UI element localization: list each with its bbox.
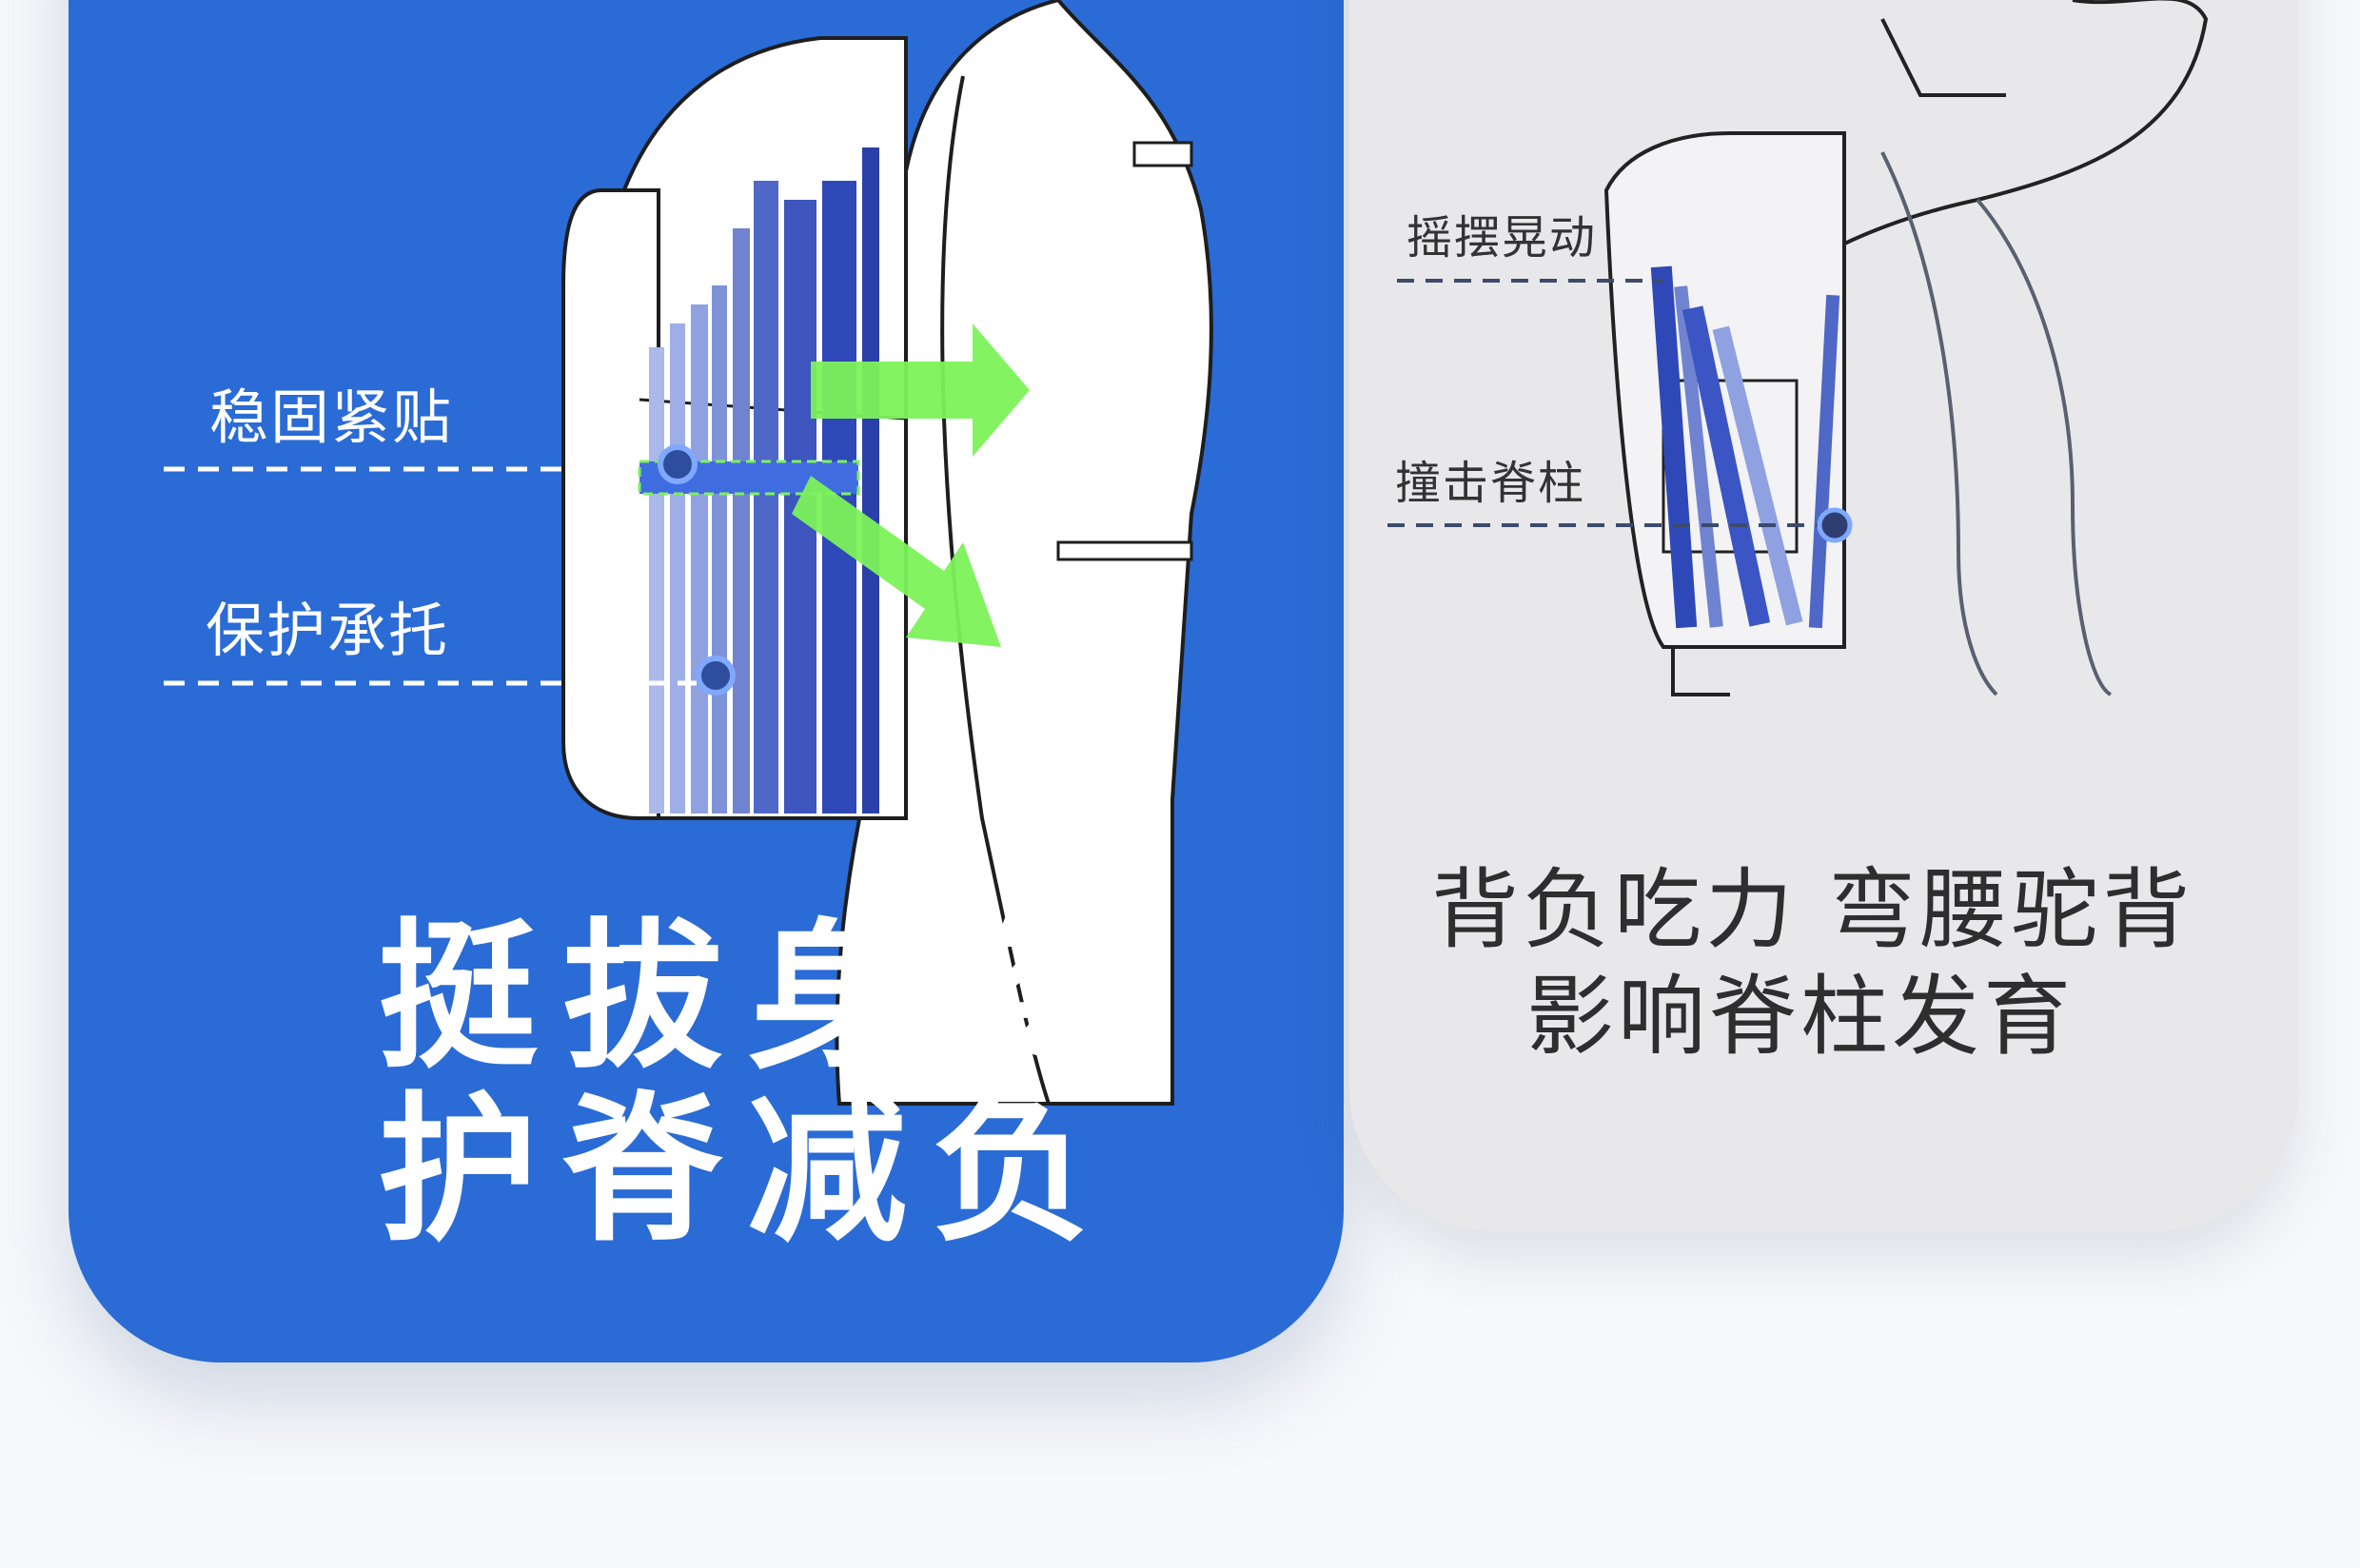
book	[862, 147, 879, 813]
headline-line1: 挺拔身姿	[378, 904, 1116, 1090]
arrow-down	[792, 476, 1001, 647]
label-stable: 稳固紧贴	[209, 382, 454, 452]
chest-strap	[1132, 141, 1193, 167]
book	[1682, 305, 1771, 627]
book	[733, 228, 750, 813]
book	[1712, 325, 1803, 626]
book	[691, 304, 708, 813]
book	[754, 181, 778, 813]
waist-strap	[1056, 540, 1193, 561]
book	[649, 347, 664, 813]
bad-posture-card: 摇摆晃动 撞击脊柱 背负吃力 弯腰驼背 影响脊柱发育	[1349, 0, 2299, 1231]
label-sway: 摇摆晃动	[1406, 211, 1598, 265]
label-support: 保护承托	[206, 596, 450, 665]
subline-line2: 影响脊柱发育	[1526, 966, 2075, 1068]
anchor-dot-lower	[696, 656, 736, 696]
person-arm	[1880, 151, 1998, 696]
backpack-bad-illustration	[1387, 0, 2209, 696]
person-back	[1976, 198, 2113, 696]
label-hit: 撞击脊柱	[1395, 457, 1586, 510]
headline-line2: 护脊减负	[378, 1077, 1116, 1264]
good-posture-card: 稳固紧贴 保护承托 挺拔身姿 护脊减负	[69, 0, 1344, 1362]
book	[1650, 265, 1698, 629]
backpack-pocket	[1662, 379, 1799, 554]
book	[712, 285, 727, 813]
book	[1674, 285, 1723, 628]
anchor-dot-upper	[658, 444, 698, 484]
backpack-front-pocket	[561, 188, 660, 820]
book	[670, 323, 685, 813]
subline-line1: 背负吃力 弯腰驼背	[1431, 859, 2194, 961]
arm-outline	[940, 75, 1051, 1105]
backpack-good-illustration	[164, 0, 1213, 1106]
impact-dot	[1817, 507, 1853, 543]
book	[1808, 294, 1840, 629]
arrow-forward	[811, 323, 1030, 457]
backpack-body	[1603, 131, 1846, 649]
